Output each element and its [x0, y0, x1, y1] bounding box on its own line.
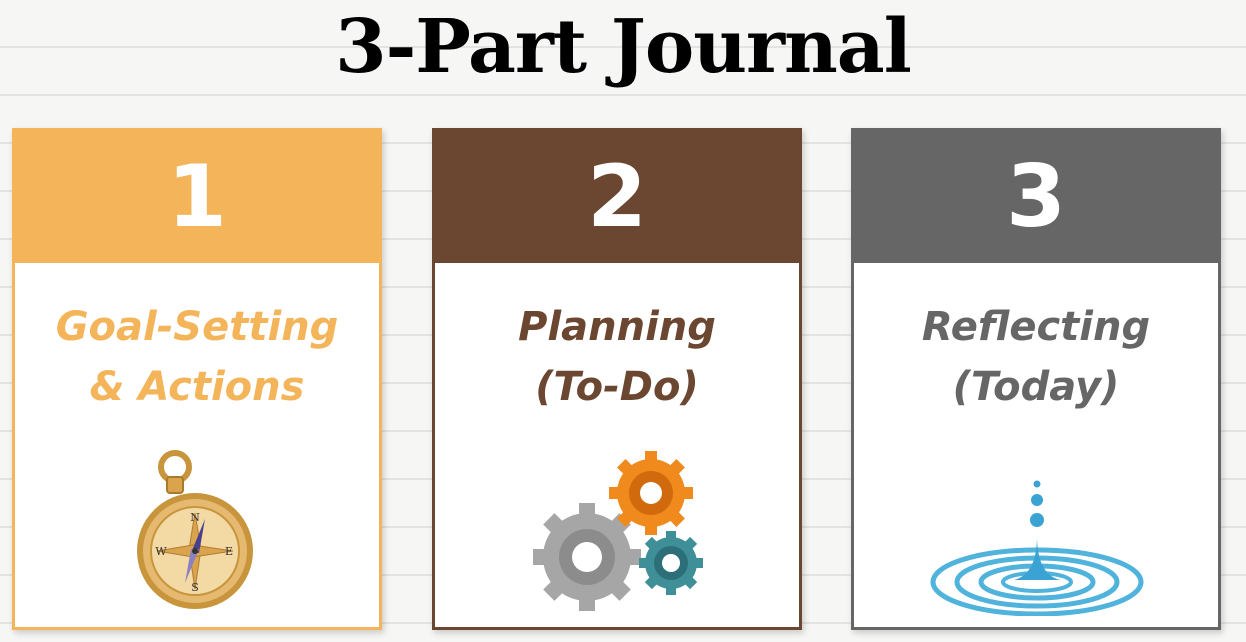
water-drop-icon	[930, 480, 1144, 616]
card-number-header: 2	[435, 131, 799, 263]
card-number-header: 1	[15, 131, 379, 263]
card-reflecting: 3 Reflecting (Today)	[851, 128, 1221, 630]
page-title: 3-Part Journal	[335, 4, 912, 90]
svg-text:E: E	[225, 545, 233, 558]
card-label-line1: Goal-Setting	[55, 304, 339, 350]
card-label-line2: (Today)	[952, 364, 1120, 410]
card-number: 3	[1006, 147, 1066, 247]
card-number-header: 3	[854, 131, 1218, 263]
card-number: 2	[587, 147, 647, 247]
compass-icon: N S W E	[137, 450, 253, 609]
svg-text:N: N	[190, 511, 200, 524]
card-label-line1: Planning	[518, 304, 716, 350]
gears-icon	[533, 451, 703, 611]
card-label: Goal-Setting & Actions	[15, 297, 379, 417]
card-label-line2: (To-Do)	[535, 364, 699, 410]
svg-text:W: W	[155, 545, 167, 558]
card-label: Reflecting (Today)	[854, 297, 1218, 417]
card-label-line2: & Actions	[89, 364, 305, 410]
card-number: 1	[167, 147, 227, 247]
card-goal-setting: 1 Goal-Setting & Actions N S W E	[12, 128, 382, 630]
card-label-line1: Reflecting	[921, 304, 1151, 350]
card-label: Planning (To-Do)	[435, 297, 799, 417]
card-planning: 2 Planning (To-Do)	[432, 128, 802, 630]
svg-text:S: S	[191, 581, 199, 594]
